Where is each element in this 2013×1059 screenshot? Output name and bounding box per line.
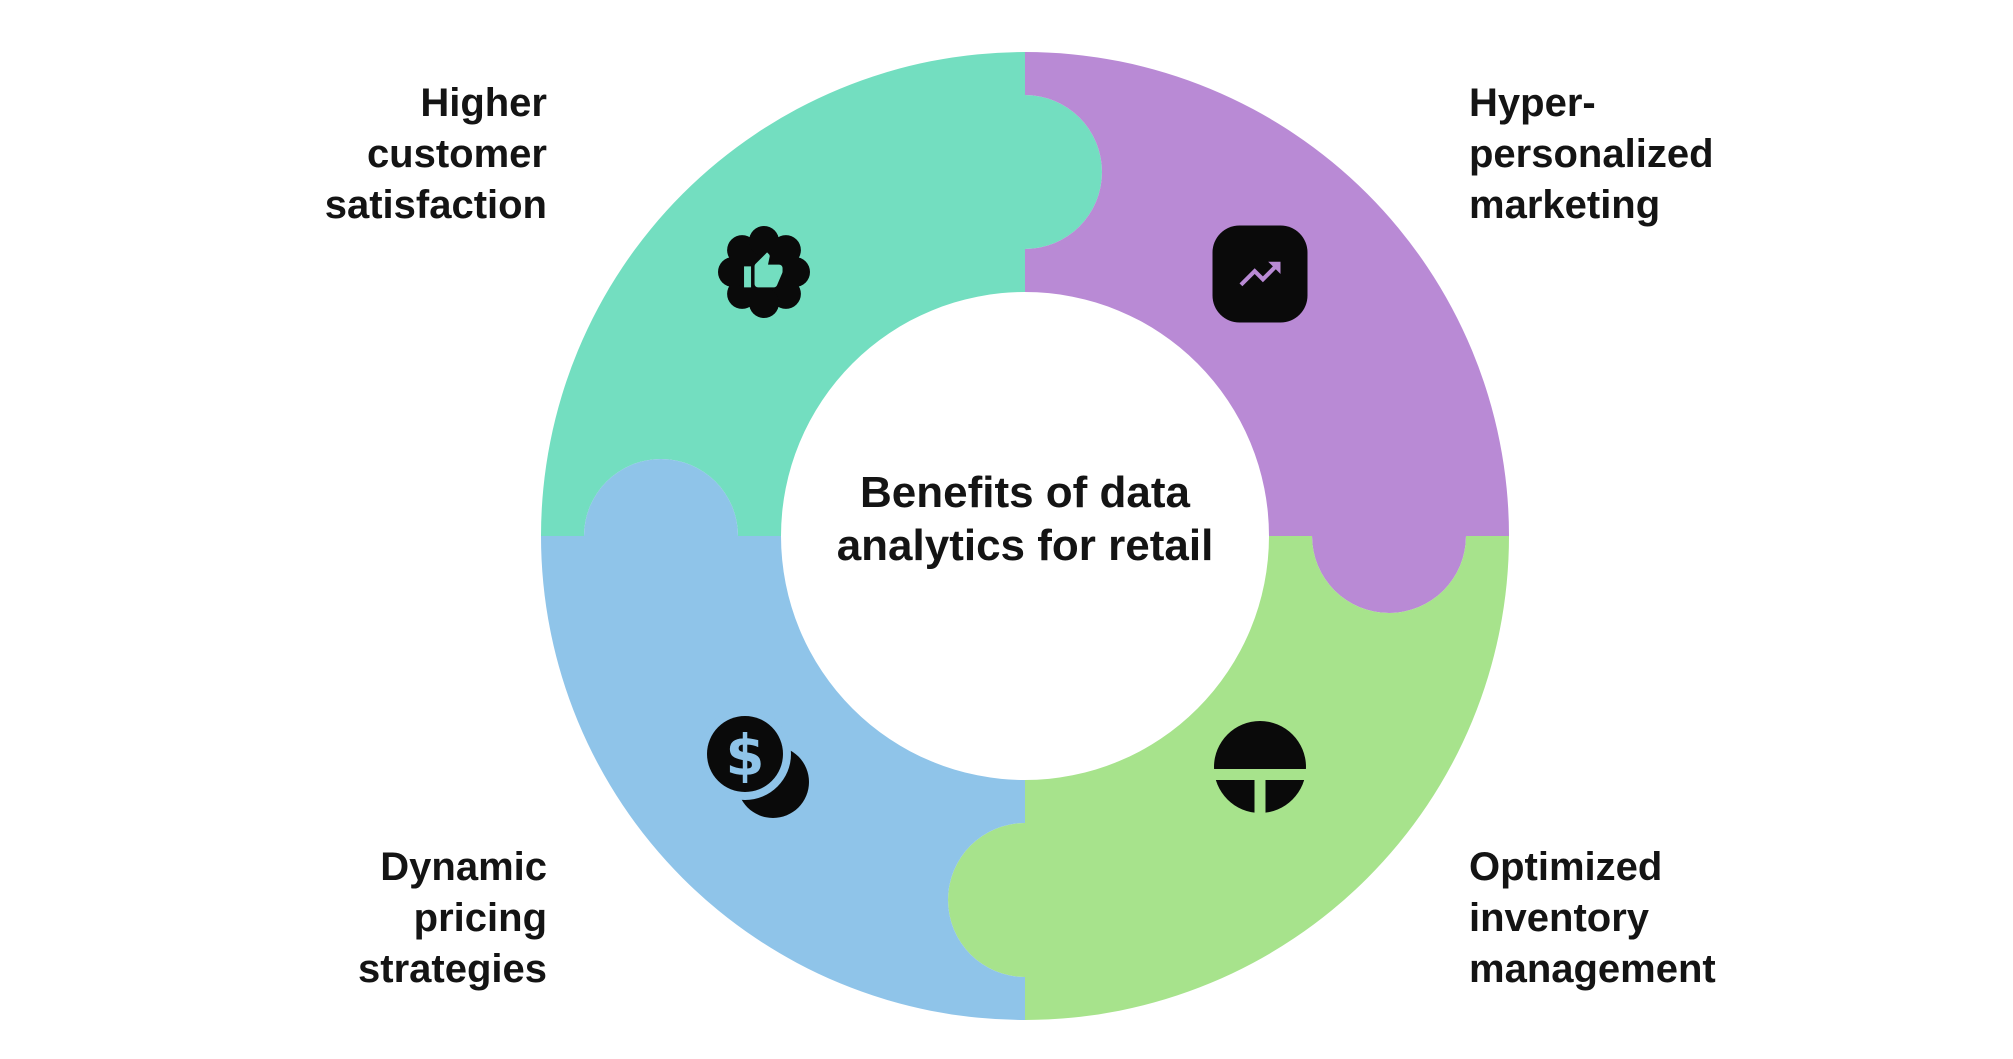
pie-chart-icon [1210, 721, 1310, 817]
label-dynamic-pricing-strategies: Dynamic pricing strategies [358, 845, 547, 991]
coins-icon: $ [699, 708, 809, 818]
thumbs-up-badge-icon [718, 226, 810, 318]
trend-arrow-glyph [1239, 261, 1281, 287]
label-hyper-personalized-marketing: Hyper- personalized marketing [1469, 81, 1714, 227]
badge-seal-shape [718, 226, 810, 318]
center-title: Benefits of data analytics for retail [836, 468, 1214, 570]
front-coin [707, 716, 783, 792]
thumb-up-glyph [744, 252, 783, 288]
dollar-glyph: $ [726, 724, 765, 789]
pie-circle [1214, 721, 1306, 813]
segment-higher-customer-satisfaction [541, 52, 1102, 536]
segment-hyper-personalized-marketing [1025, 52, 1509, 613]
label-higher-customer-satisfaction: Higher customer satisfaction [324, 81, 547, 227]
label-optimized-inventory-management: Optimized inventory management [1469, 845, 1716, 991]
trending-up-icon [1212, 225, 1308, 323]
